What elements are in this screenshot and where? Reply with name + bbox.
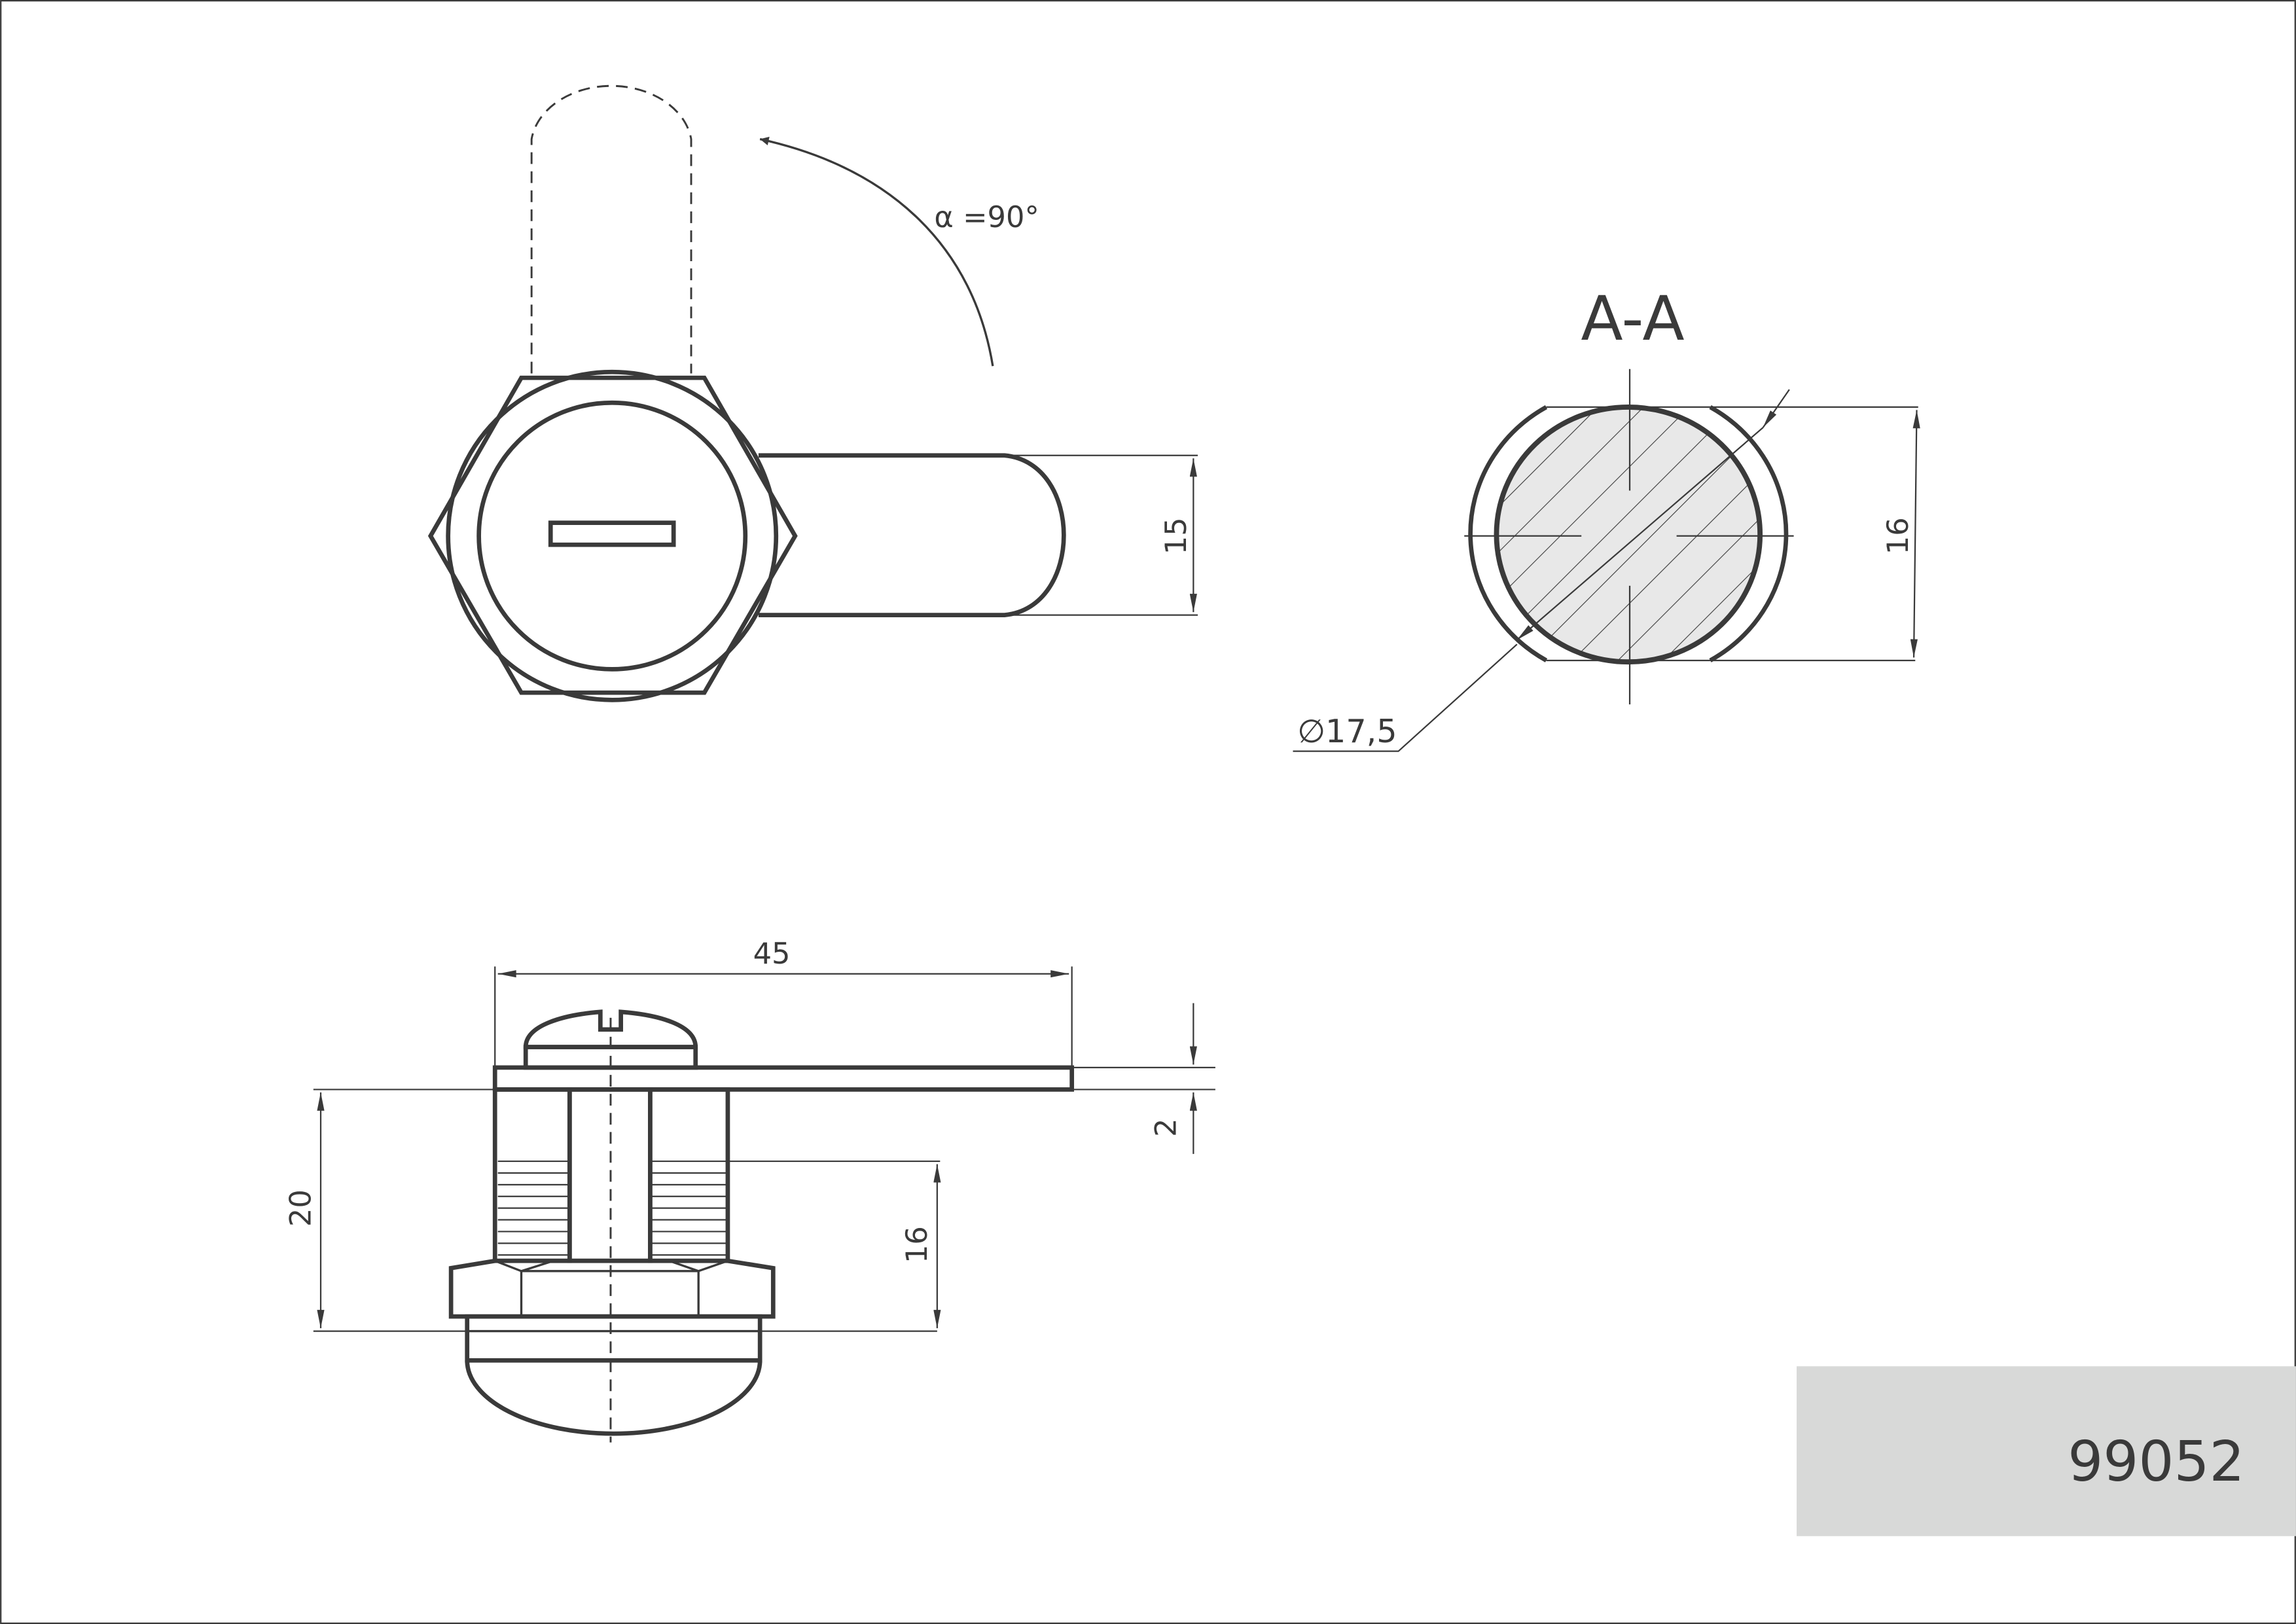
- screw-head: [523, 1009, 698, 1049]
- dimension-thread-length: 16: [899, 1226, 934, 1263]
- rotation-angle-label: α =90°: [934, 200, 1039, 234]
- part-number: 99052: [2068, 1430, 2244, 1494]
- lock-face-inner: [476, 400, 748, 672]
- diameter-leader: [1516, 427, 1764, 641]
- dimension-cam-thickness: 2: [1149, 1118, 1183, 1136]
- dimension-section-height: 16: [1880, 517, 1915, 554]
- dimension-section-diameter: ∅17,5: [1297, 712, 1397, 750]
- key-slot: [548, 520, 676, 547]
- title-block-background: [1797, 1366, 2296, 1536]
- section-a-a: A-A 16 ∅17,5: [1293, 283, 1920, 752]
- top-view: α =90° 15: [427, 84, 1198, 702]
- rotated-cam-phantom: [530, 84, 692, 374]
- outer-arc-right: [1709, 405, 1789, 662]
- title-block: 99052: [1797, 1366, 2296, 1536]
- housing-collar: [465, 1314, 762, 1363]
- side-view: 45 20 16 2: [283, 936, 1215, 1443]
- cam-arm: [758, 453, 1066, 617]
- dimension-body-length: 20: [283, 1189, 317, 1227]
- section-title: A-A: [1581, 283, 1684, 355]
- dimension-cam-width: 15: [1158, 517, 1193, 554]
- dimension-line-16: [1910, 410, 1920, 658]
- lock-face-outer: [446, 369, 779, 702]
- rotation-arrow: [759, 136, 994, 367]
- hex-nut: [427, 375, 798, 695]
- lock-front: [465, 1360, 762, 1436]
- thread-lines: [497, 1160, 726, 1256]
- outer-arc-left: [1468, 405, 1548, 662]
- dimension-cam-length: 45: [753, 936, 791, 971]
